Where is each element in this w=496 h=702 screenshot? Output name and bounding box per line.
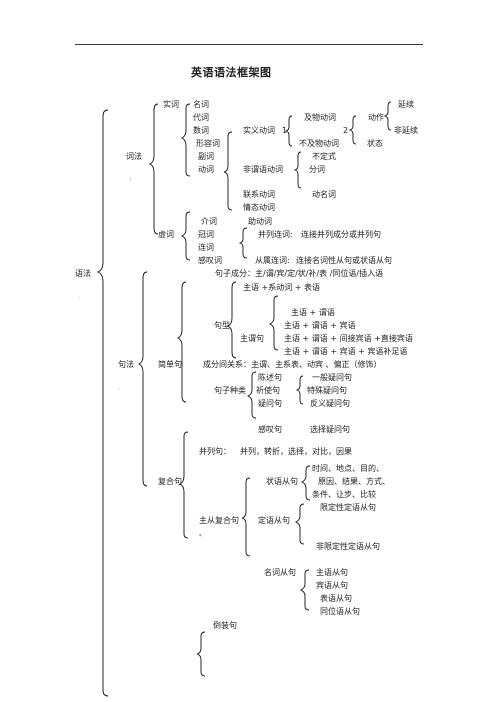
brace-zhuangyu bbox=[300, 465, 311, 501]
bingliju: 并列句： bbox=[199, 447, 231, 456]
xianding-dingyu: 限定性定语从句 bbox=[320, 503, 376, 512]
gantanju: 感叹句 bbox=[258, 425, 282, 434]
dongzuo: 动作 bbox=[368, 113, 384, 122]
page-title: 英语语法框架图 bbox=[191, 66, 272, 79]
lianxi-dongci: 联系动词 bbox=[243, 190, 275, 199]
fanyi-yiwenju: 反义疑问句 bbox=[310, 399, 350, 408]
brace-daozhuang bbox=[196, 631, 206, 677]
fuheju-label: 复合句 bbox=[158, 477, 182, 486]
zhuangtai: 状态 bbox=[367, 139, 383, 148]
teshu-yiwenju: 特殊疑问句 bbox=[307, 386, 347, 395]
xuci-label: 虚词 bbox=[158, 230, 174, 239]
brace-lianci bbox=[238, 227, 248, 259]
brace-shici bbox=[180, 103, 191, 177]
brace-dongci bbox=[223, 131, 233, 211]
brace-zhonglei bbox=[246, 371, 257, 419]
binyu-congju: 宾语从句 bbox=[316, 581, 348, 590]
cifa-label: 词法 bbox=[126, 152, 142, 161]
zhudongci: 助动词 bbox=[248, 217, 272, 226]
zhuangyu-line-3: 条件、让步、比较 bbox=[312, 490, 376, 499]
brace-yiwen bbox=[295, 375, 304, 405]
binglie-lianci-desc: 连接并列成分或并列句 bbox=[301, 230, 381, 239]
brace-dongzuo bbox=[383, 101, 392, 131]
shici-item-shuci: 数词 bbox=[193, 126, 209, 135]
chengfen-relation: 成分间关系：主谓、主系表、动宾 、偏正（修饰） bbox=[203, 360, 382, 369]
qingtai-dongci: 情态动词 bbox=[243, 203, 275, 212]
feiweiyu-dongci: 非谓语动词 bbox=[243, 165, 283, 174]
brace-zhucong bbox=[241, 477, 251, 557]
juzi-zhonglei: 句子种类 bbox=[214, 386, 246, 395]
brace-dingyu bbox=[294, 503, 305, 545]
shici-item-dongci: 动词 bbox=[198, 165, 214, 174]
brace-root bbox=[96, 109, 109, 697]
xiti-pattern: 主语 +系动词 + 表语 bbox=[243, 283, 321, 292]
feiyanxu: 非延续 bbox=[394, 126, 418, 135]
jiandanju-label: 简单句 bbox=[158, 360, 182, 369]
stray-mark: · bbox=[78, 295, 80, 302]
brace-mingci bbox=[299, 569, 310, 611]
chenshuju: 陈述句 bbox=[258, 373, 282, 382]
shiyi-dongci: 实义动词 bbox=[243, 126, 275, 135]
tongweiyu-congju: 同位语从句 bbox=[320, 607, 360, 616]
stray-mark: · bbox=[118, 386, 120, 393]
zhucong-fuheju: 主从复合句 bbox=[199, 516, 239, 525]
qishiju: 祈使句 bbox=[256, 386, 280, 395]
num-two: 2 bbox=[343, 126, 349, 135]
binglie-lianci: 并列连词: bbox=[258, 230, 293, 239]
zhuyu-congju: 主语从句 bbox=[316, 568, 348, 577]
brace-jufa bbox=[137, 271, 148, 487]
bingliju-desc: 并列，转折，选择，对比，因果 bbox=[240, 447, 352, 456]
congshu-lianci: 从属连词: bbox=[255, 256, 290, 265]
yiban-yiwenju: 一般疑问句 bbox=[312, 373, 352, 382]
zhuweiju-label: 主谓句 bbox=[240, 334, 264, 343]
yanxu: 延续 bbox=[398, 100, 414, 109]
bujiwu-dongci: 不及物动词 bbox=[299, 139, 339, 148]
brace-juxing bbox=[226, 281, 237, 359]
zhuangyu-line-2: 原因、结果、方式、 bbox=[318, 477, 390, 486]
feixianding-dingyu: 非限定性定语从句 bbox=[316, 542, 380, 551]
xuci-item-jieci: 介词 bbox=[201, 217, 217, 226]
xuci-item-guanci: 冠词 bbox=[198, 230, 214, 239]
brace-cifa bbox=[148, 103, 159, 235]
stray-mark: ⁾ bbox=[130, 177, 132, 184]
pattern-1: 主语 + 谓语 bbox=[291, 308, 335, 317]
biaoyu-congju: 表语从句 bbox=[320, 594, 352, 603]
shici-item-xingrongci: 形容词 bbox=[196, 139, 220, 148]
pattern-2: 主语 + 谓语 + 宾语 bbox=[284, 321, 356, 330]
dongmingci: 动名词 bbox=[312, 190, 336, 199]
jiwu-dongci: 及物动词 bbox=[304, 113, 336, 122]
stray-mark: ᵠ bbox=[199, 533, 202, 540]
mingci-congju: 名词从句 bbox=[264, 568, 296, 577]
shici-item-mingci: 名词 bbox=[193, 100, 209, 109]
header-rule bbox=[75, 44, 423, 45]
yiwenju: 疑问句 bbox=[258, 399, 282, 408]
budingshi: 不定式 bbox=[312, 152, 336, 161]
brace-zhuweiju bbox=[268, 295, 279, 351]
pattern-4: 主语 + 谓语 + 宾语 + 宾语补足语 bbox=[284, 347, 408, 356]
fenci: 分词 bbox=[309, 165, 325, 174]
brace-xuci bbox=[180, 211, 191, 261]
jufa-label: 句法 bbox=[118, 360, 134, 369]
xuci-item-lianci: 连词 bbox=[198, 243, 214, 252]
xuanze-yiwenju: 选择疑问句 bbox=[310, 425, 350, 434]
daozhuangju: 倒装句 bbox=[213, 621, 237, 630]
shici-label: 实词 bbox=[163, 100, 179, 109]
root-label: 语法 bbox=[75, 269, 91, 278]
brace-two bbox=[348, 115, 357, 145]
brace-feiwei bbox=[293, 151, 302, 189]
xuci-item-gantanci: 感叹词 bbox=[198, 256, 222, 265]
shici-item-daici: 代词 bbox=[193, 113, 209, 122]
shici-item-fuci: 副词 bbox=[198, 152, 214, 161]
zhuangyu-congju: 状语从句 bbox=[266, 477, 298, 486]
congshu-lianci-desc: 连接名词性从句或状语从句 bbox=[296, 256, 392, 265]
jufa-chengfen: 句子成分：主/谓/宾/定/状/补/表 /同位语/插入语 bbox=[215, 269, 384, 278]
pattern-3: 主语 + 谓语 + 间接宾语 +直接宾语 bbox=[284, 334, 413, 343]
juxing-label: 句型 bbox=[214, 321, 230, 330]
zhuangyu-line-1: 时间、地点、目的、 bbox=[312, 464, 384, 473]
brace-jiandanju bbox=[176, 281, 187, 403]
dingyu-congju: 定语从句 bbox=[258, 516, 290, 525]
num-one: 1. bbox=[282, 126, 290, 135]
